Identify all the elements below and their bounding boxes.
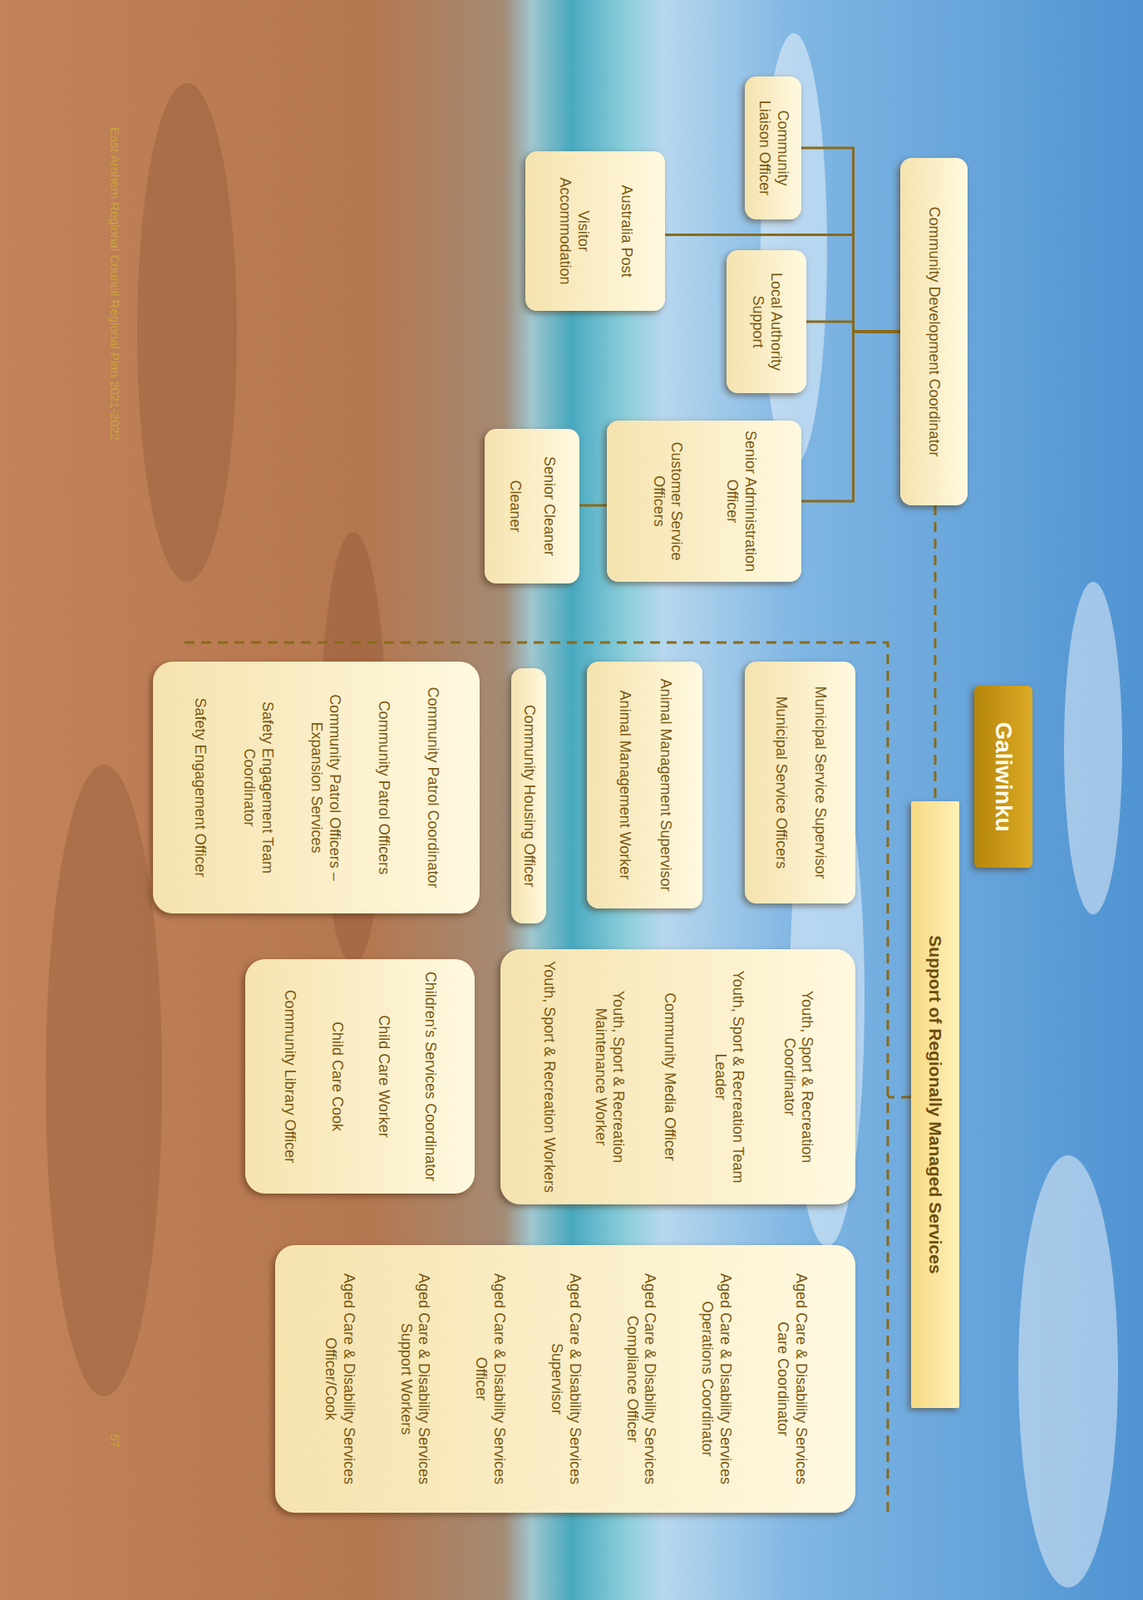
role-title: Visitor Accommodation — [555, 159, 592, 303]
role-box: Senior Administration Officer Customer Se… — [606, 420, 802, 582]
site-heading-box: Galiwinku — [974, 685, 1033, 868]
role-box: Local Authority Support — [726, 250, 807, 394]
role-title: Animal Management Worker — [615, 690, 634, 881]
role-title: Community Patrol Coordinator — [423, 686, 443, 888]
role-title: Support of Regionally Managed Services — [924, 935, 946, 1274]
role-title: Child Care Cook — [327, 1021, 346, 1132]
role-title: Aged Care & Disability Services Complian… — [622, 1255, 659, 1503]
role-title: Safety Engagement Team Coordinator — [240, 671, 276, 904]
role-title: Aged Care & Disability Services Officer — [472, 1255, 508, 1503]
role-title: Safety Engagement Officer — [191, 698, 210, 878]
role-title: Youth, Sport & Recreation Maintenance Wo… — [591, 959, 627, 1195]
footer-text: East Arnhem Regional Council Regional Pl… — [107, 127, 123, 441]
role-title: Youth, Sport & Recreation Team Leader — [710, 959, 747, 1195]
role-title: Municipal Service Supervisor — [810, 685, 829, 879]
org-connector — [579, 504, 607, 508]
team-box: Children's Services Coordinator Child Car… — [245, 959, 475, 1194]
role-title: Children's Services Coordinator — [421, 971, 440, 1183]
team-box: Aged Care & Disability Services Care Coo… — [275, 1245, 856, 1513]
role-title: Community Liaison Officer — [754, 84, 791, 212]
role-title: Aged Care & Disability Services Operatio… — [698, 1255, 735, 1503]
role-title: Youth, Sport & Recreation Coordinator — [779, 959, 816, 1195]
role-title: Aged Care & Disability Services Care Coo… — [773, 1255, 809, 1503]
coordinator-box: Community Development Coordinator — [900, 157, 968, 506]
role-title: Aged Care & Disability Services Officer/… — [321, 1255, 358, 1503]
role-title: Senior Administration Officer — [723, 428, 759, 574]
role-title: Community Media Officer — [660, 992, 679, 1162]
role-box: Community Housing Officer — [511, 668, 547, 924]
role-box: Community Liaison Officer — [744, 76, 802, 220]
team-box: Community Patrol Coordinator Community Pa… — [152, 661, 480, 914]
role-title: Aged Care & Disability Services Support … — [396, 1255, 433, 1503]
role-box: Municipal Service Supervisor Municipal Se… — [744, 661, 856, 904]
role-title: Youth, Sport & Recreation Workers — [540, 960, 559, 1193]
role-title: Local Authority Support — [748, 258, 784, 385]
role-title: Community Library Officer — [280, 990, 300, 1164]
role-title: Community Patrol Officers – Expansion Se… — [307, 671, 344, 904]
role-title: Community Development Coordinator — [925, 206, 944, 457]
role-title: Australia Post — [616, 184, 636, 277]
role-title: Community Patrol Officers — [374, 700, 394, 876]
role-title: Community Housing Officer — [519, 704, 538, 888]
role-title: Cleaner — [506, 479, 525, 533]
org-connector — [934, 505, 937, 802]
role-title: Child Care Worker — [374, 1014, 393, 1139]
org-connector — [801, 331, 901, 502]
role-title: Galiwinku — [989, 721, 1018, 832]
role-title: Municipal Service Officers — [771, 696, 790, 870]
section-band: Support of Regionally Managed Services — [911, 801, 960, 1409]
role-title: Animal Management Supervisor — [655, 678, 675, 892]
role-box: Australia Post Visitor Accommodation — [525, 151, 666, 311]
role-box: Senior Cleaner Cleaner — [484, 428, 580, 584]
role-box: Animal Management Supervisor Animal Manag… — [586, 661, 703, 909]
org-connector — [801, 147, 901, 332]
team-box: Youth, Sport & Recreation Coordinator You… — [500, 949, 856, 1205]
role-title: Senior Cleaner — [540, 456, 559, 557]
role-title: Aged Care & Disability Services Supervis… — [546, 1255, 583, 1503]
role-title: Customer Service Officers — [649, 428, 685, 574]
page-number: 57 — [107, 1433, 123, 1449]
